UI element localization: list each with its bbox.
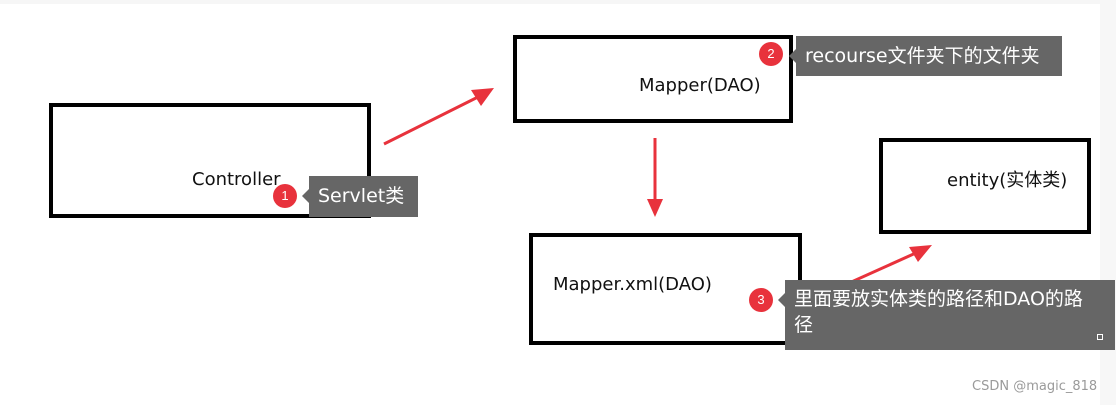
annotation-tooltip-1: Servlet类	[302, 176, 418, 217]
csdn-watermark: CSDN @magic_818	[972, 379, 1098, 394]
arrow-controller-to-mapper	[383, 88, 494, 146]
controller-label: Controller	[192, 169, 281, 190]
resize-handle-icon[interactable]	[1097, 334, 1103, 340]
mapper-dao-label: Mapper(DAO)	[639, 75, 761, 96]
annotation-text-2: recourse文件夹下的文件夹	[805, 45, 1040, 67]
annotation-tooltip-3: 里面要放实体类的路径和DAO的路径	[778, 280, 1115, 350]
entity-box: entity(实体类)	[879, 138, 1091, 234]
arrow-mapper-to-xml	[647, 138, 663, 217]
annotation-text-1: Servlet类	[318, 185, 405, 207]
annotation-badge-2[interactable]: 2	[759, 42, 783, 66]
entity-label: entity(实体类)	[947, 170, 1068, 191]
annotation-tooltip-2: recourse文件夹下的文件夹	[789, 36, 1062, 76]
mapper-xml-label: Mapper.xml(DAO)	[553, 274, 712, 295]
annotation-text-3: 里面要放实体类的路径和DAO的路径	[794, 288, 1083, 336]
mapper-dao-box: Mapper(DAO)	[513, 35, 793, 123]
top-border-line	[0, 0, 1100, 4]
annotation-badge-1[interactable]: 1	[273, 184, 297, 208]
annotation-badge-3[interactable]: 3	[749, 288, 773, 312]
